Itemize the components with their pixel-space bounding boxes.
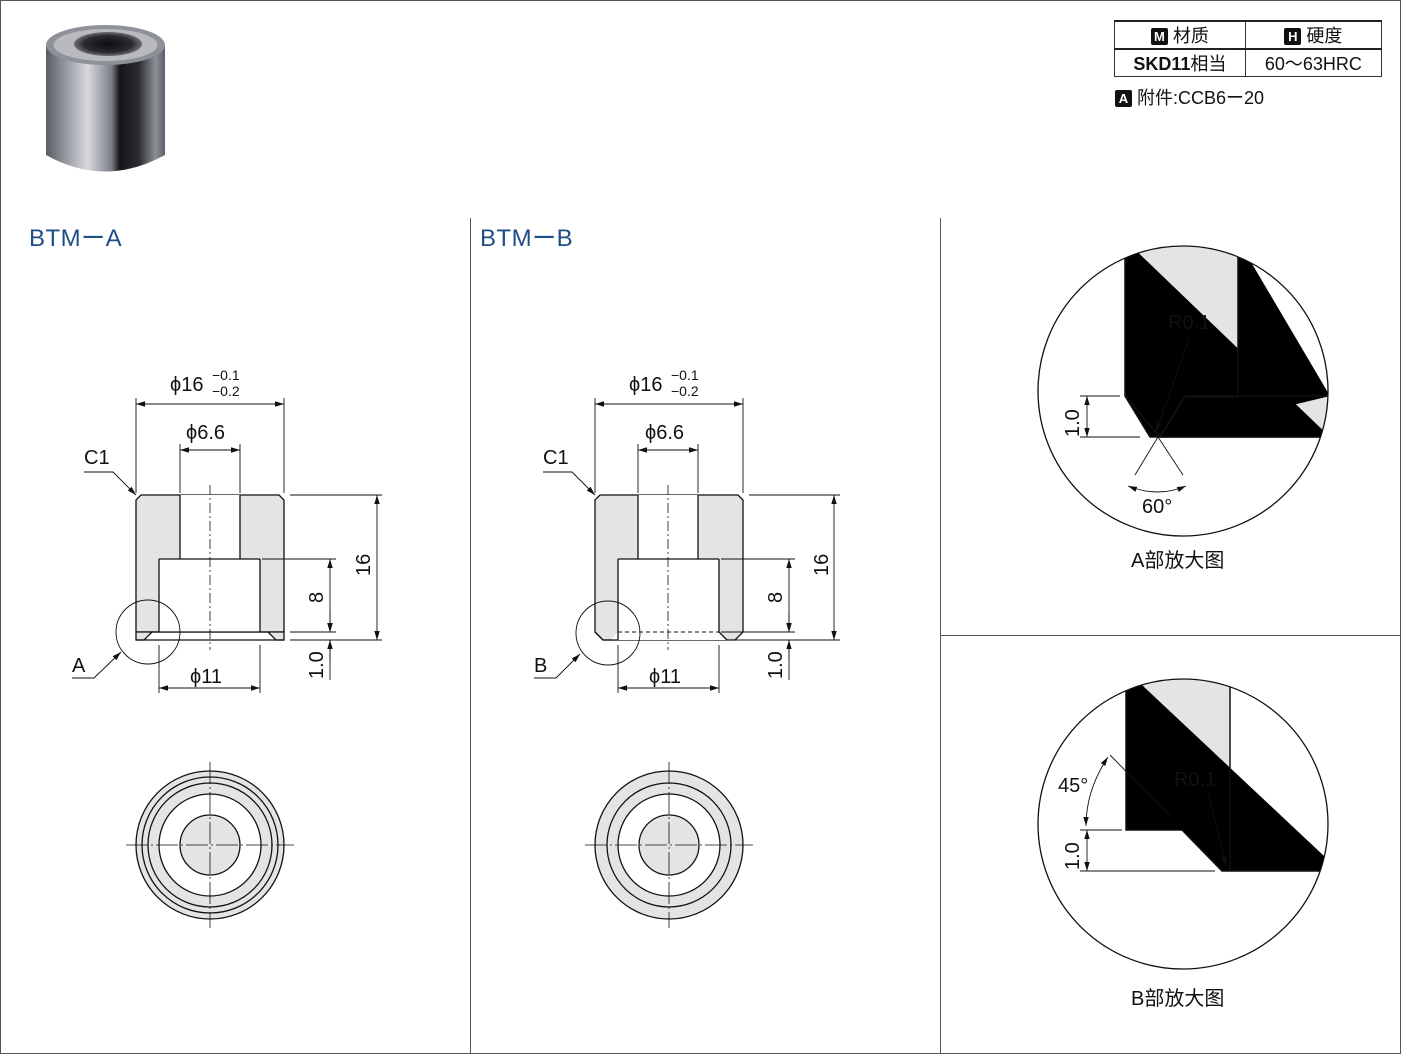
btm-a-detail-marker: A	[72, 655, 86, 677]
btm-a-dimensions	[72, 398, 382, 693]
material-badge: M	[1150, 28, 1168, 45]
btm-b-tol-lower: −0.2	[671, 383, 699, 399]
divider-a-b	[470, 218, 471, 1053]
btm-a-tol-upper: −0.1	[212, 367, 240, 383]
btm-b-offset: 1.0	[765, 651, 787, 679]
btm-b-section	[594, 485, 744, 650]
detail-b-radius: R0.1	[1174, 769, 1216, 791]
btm-b-title: BTMーB	[480, 225, 574, 252]
btm-b-outer-dia: ϕ16	[629, 374, 662, 396]
btm-b-labels: ϕ16 −0.1 −0.2 ϕ6.6 ϕ11 C1 B 16 8 1.0	[534, 367, 833, 688]
btm-b-chamfer: C1	[543, 447, 569, 469]
btm-a-bore-top: ϕ6.6	[186, 422, 225, 444]
divider-b-detail	[940, 218, 941, 1053]
detail-a-caption: A部放大图	[1131, 549, 1224, 572]
detail-b-angle: 45°	[1058, 775, 1088, 797]
btm-b-height: 16	[811, 554, 833, 576]
btm-b-detail-marker: B	[534, 655, 547, 677]
btm-a-title: BTMーA	[29, 225, 123, 252]
btm-a-depth: 8	[306, 592, 328, 603]
detail-a-offset: 1.0	[1062, 409, 1084, 437]
material-value-grade: SKD11	[1133, 54, 1191, 74]
hardness-badge: H	[1284, 28, 1302, 45]
material-value-cell: SKD11相当	[1114, 48, 1246, 77]
btm-a-labels: ϕ16 −0.1 −0.2 ϕ6.6 ϕ11 C1 A 16 8 1.0	[72, 367, 375, 688]
btm-a-chamfer: C1	[84, 447, 110, 469]
btm-b-plan-view	[585, 762, 753, 928]
btm-a-section	[135, 485, 285, 650]
accessory-note: A 附件:CCB6ー20	[1115, 84, 1264, 110]
btm-a-plan-view	[126, 762, 294, 928]
btm-b-dimensions	[534, 398, 840, 693]
btm-b-tol-upper: −0.1	[671, 367, 699, 383]
btm-a-outer-dia: ϕ16	[170, 374, 203, 396]
accessory-label: 附件:CCB6ー20	[1137, 88, 1265, 108]
hardness-value: 60～63HRC	[1244, 48, 1383, 77]
divider-details	[941, 635, 1400, 636]
detail-a-view: R0.1 60° 1.0 A部放大图	[1037, 245, 1329, 572]
btm-b-bore-top: ϕ6.6	[645, 422, 684, 444]
detail-a-radius: R0.1	[1168, 312, 1210, 334]
btm-a-bore-bottom: ϕ11	[190, 666, 222, 688]
btm-b-depth: 8	[765, 592, 787, 603]
material-value-suffix: 相当	[1190, 54, 1227, 74]
btm-a-offset: 1.0	[306, 651, 328, 679]
btm-b-bore-bottom: ϕ11	[649, 666, 681, 688]
detail-b-offset: 1.0	[1062, 842, 1084, 870]
accessory-badge: A	[1115, 90, 1132, 107]
btm-a-tol-lower: −0.2	[212, 383, 240, 399]
detail-b-view: R0.1 45° 1.0 B部放大图	[1037, 678, 1329, 1010]
detail-a-angle: 60°	[1142, 496, 1172, 518]
detail-b-caption: B部放大图	[1131, 987, 1224, 1010]
material-header: 材质	[1172, 26, 1209, 46]
hardness-header: 硬度	[1306, 26, 1343, 46]
btm-a-height: 16	[353, 554, 375, 576]
